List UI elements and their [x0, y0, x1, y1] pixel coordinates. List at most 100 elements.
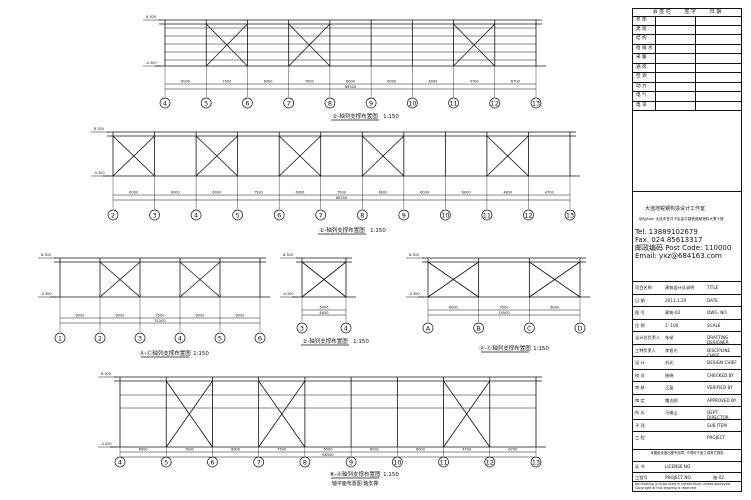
axis-bubble [523, 322, 535, 334]
brace-line [529, 261, 581, 298]
brace-line [427, 261, 479, 298]
axis-bubble [296, 322, 308, 334]
dimension-label: 6000 [231, 448, 240, 452]
axis-bubble [174, 332, 186, 344]
signoff-role: 给 排 水 [636, 45, 653, 51]
level-bottom-label: -0.300 [145, 61, 156, 65]
firm-fax: Fax. 024 85613317 [635, 236, 703, 244]
elevation-4 [280, 257, 356, 346]
info-cell-a: 所 长 [635, 410, 645, 415]
dimension-label: 6000 [420, 191, 429, 195]
info-cell-c: DEPT. DIRECTOR [707, 410, 729, 420]
axis-label: 2 [98, 335, 102, 343]
signoff-role: 结 构 [636, 36, 647, 41]
axis-bubble [438, 456, 449, 468]
dimension-label: 6000 [320, 306, 329, 310]
info-cell-a: 审 核 [635, 385, 645, 390]
info-cell-c: DWG. NO [707, 310, 727, 315]
info-cell-b: 魏志刚 [665, 397, 678, 403]
elevation-scale: 1:150 [383, 114, 399, 120]
axis-label: A [426, 325, 431, 333]
axis-label: 3 [152, 212, 156, 220]
dimension-label: 6000 [196, 314, 205, 318]
axis-bubble [564, 209, 576, 221]
info-cell-a: 校 对 [635, 372, 645, 378]
axis-label: 4 [118, 459, 122, 467]
axis-bubble [149, 209, 160, 221]
signoff-role: 采 暖 [636, 55, 647, 60]
elevation-5 [406, 257, 590, 353]
brace-line [301, 261, 347, 298]
brace-line [361, 135, 405, 177]
info-cell-a: 图 号 [635, 310, 645, 315]
info-cell-a: 工 程 [635, 435, 645, 440]
signoff-row: 动 力 [633, 82, 741, 92]
axis-label: 5 [204, 100, 208, 108]
dimension-label: 7500 [500, 306, 509, 310]
axis-bubble [283, 97, 295, 109]
level-bottom-label: -0.300 [93, 171, 104, 175]
total-dimension-label: 31500 [154, 319, 165, 323]
dimension-label: 6000 [181, 80, 190, 84]
signoff-row: 采 暖 [633, 54, 741, 64]
dimension-label: 6000 [550, 306, 559, 310]
level-bottom-label: -0.300 [100, 442, 111, 446]
dimension-label: 6000 [416, 448, 425, 452]
copyright-note: No drawing is to be used in construction… [633, 481, 741, 491]
elevation-subtitle: 轴平面布置图 轴支撑 [332, 480, 379, 487]
info-cell-a: 项目名称 [635, 285, 652, 290]
axis-label: 2 [111, 212, 115, 220]
elevation-scale: 1:150 [193, 351, 209, 357]
info-cell-c: DESIGN CHIEF [707, 360, 737, 365]
axis-label: 6 [245, 100, 249, 108]
elevation-title: ①-轴列支撑布置图 [319, 226, 365, 234]
elevation-title: Ⓐ-Ⓒ轴列支撑布置图 [139, 349, 191, 357]
axis-bubble [530, 97, 542, 109]
approval-note: 本图纸未盖出图专用章, 不得用于施工或其它报批 [633, 449, 741, 462]
license-cell-b: LICENSE NO. [665, 464, 692, 469]
axis-bubble [200, 97, 212, 109]
brace-line [112, 135, 155, 177]
axis-bubble [356, 209, 368, 221]
level-top-label: 8.300 [146, 15, 156, 19]
axis-bubble [114, 456, 126, 468]
level-bottom-label: -0.300 [408, 292, 419, 296]
elevation-6 [98, 376, 546, 479]
axis-bubble [242, 97, 253, 109]
signoff-role: 电 气 [636, 93, 647, 98]
axis-bubble [440, 209, 451, 221]
elevation-3 [38, 257, 270, 358]
signoff-row: 给 排 水 [633, 44, 741, 54]
axis-label: 13 [566, 212, 574, 220]
axis-label: 4 [194, 212, 198, 220]
info-cell-a: 日 期 [635, 297, 645, 303]
signoff-role: 电 讯 [636, 102, 647, 108]
signoff-role: 总 图 [636, 17, 647, 22]
info-cell-a: 审 定 [635, 397, 645, 403]
dimension-label: 6000 [116, 314, 125, 318]
level-bottom-label: -0.300 [282, 292, 293, 296]
signoff-row: 电 气 [633, 92, 741, 102]
license-cell-a: 证 书 [635, 464, 645, 469]
level-top-label: 8.300 [94, 127, 104, 131]
dimension-label: 7500 [156, 314, 165, 318]
axis-bubble [473, 322, 485, 334]
axis-bubble [214, 332, 226, 344]
axis-bubble [254, 332, 266, 344]
axis-bubble [406, 97, 418, 109]
axis-bubble [365, 97, 377, 109]
firm-post: 邮政编码 Post Code: 110000 [635, 244, 732, 252]
elevation-title: ②-轴列支撑布置图 [332, 112, 378, 120]
dimension-label: 7500 [222, 80, 231, 84]
axis-label: 10 [408, 100, 416, 108]
elevation-title: Ⓐ-Ⓒ轴列支撑布置图 [479, 344, 531, 352]
axis-label: 11 [449, 100, 457, 108]
